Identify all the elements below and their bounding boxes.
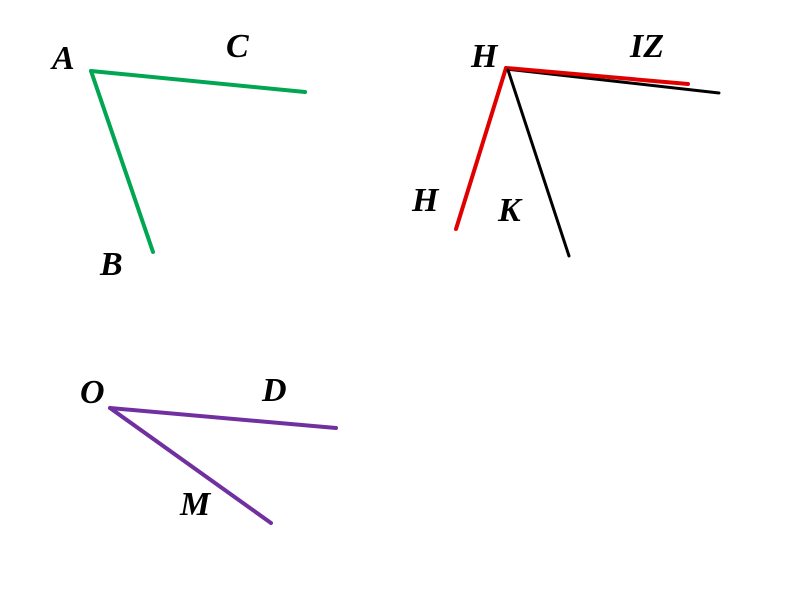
- point-label-H-1: H: [412, 182, 439, 219]
- point-label-B-0: B: [100, 246, 123, 283]
- angle-purple-ODM-ray-0: [108, 406, 338, 430]
- point-label-K-1: K: [498, 192, 521, 229]
- point-label-O-2: O: [80, 374, 105, 411]
- angles-red-black-HK-ray-1: [504, 66, 690, 86]
- point-label-M-2: M: [180, 486, 211, 523]
- angle-green-ACB-ray-0: [89, 69, 307, 94]
- point-label-D-2: D: [262, 372, 287, 409]
- angles-red-black-HK-ray-3: [506, 68, 571, 258]
- point-label-IZ-1: IZ: [630, 28, 664, 65]
- point-label-C-0: C: [226, 28, 249, 65]
- angle-green-ACB-ray-1: [89, 69, 155, 254]
- angle-purple-ODM-ray-1: [108, 406, 273, 525]
- point-label-H-1: H: [471, 38, 498, 75]
- angles-red-black-HK-ray-2: [454, 66, 508, 231]
- point-label-A-0: A: [52, 40, 75, 77]
